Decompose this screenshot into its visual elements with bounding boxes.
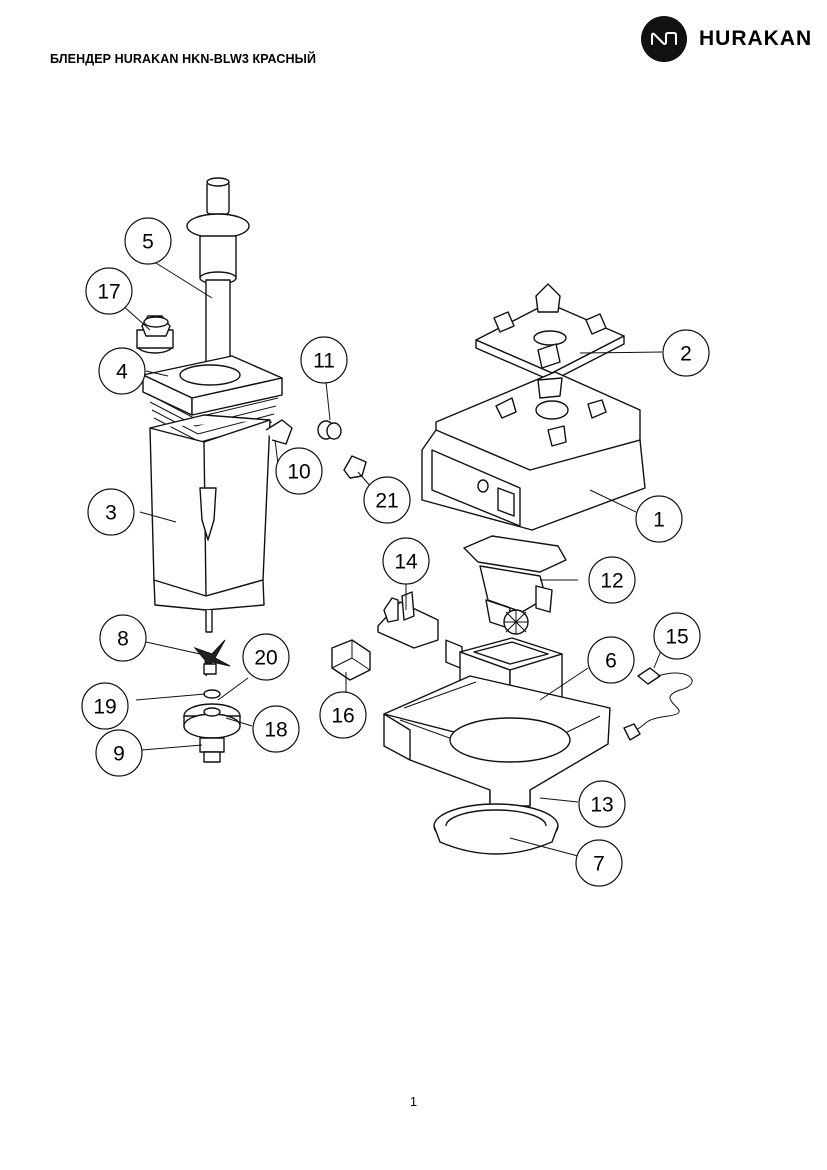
motor-housing-part [421,371,646,670]
callout-3-label: 3 [105,502,117,525]
blade-part [193,639,231,677]
drive-pad-part [475,283,625,382]
callout-9-label: 9 [113,743,125,766]
hurakan-logo-icon [641,16,687,62]
callout-17: 17 [85,267,133,315]
callout-18: 18 [252,705,300,753]
switch-part [377,591,439,649]
document-title: БЛЕНДЕР HURAKAN HKN-BLW3 КРАСНЫЙ [50,52,317,66]
power-cord-part [623,667,693,741]
clip-part [343,455,367,479]
callout-4: 4 [98,347,146,395]
callout-15: 15 [653,612,701,660]
callout-7: 7 [575,839,623,887]
callout-3: 3 [87,488,135,536]
microswitch-part [331,639,371,681]
motor-drive-part [463,535,567,635]
brand-name: HURAKAN [699,27,813,50]
callout-21: 21 [363,476,411,524]
callout-4-label: 4 [116,361,128,384]
callout-13: 13 [578,780,626,828]
callout-13-label: 13 [590,794,613,817]
leader-lines [119,257,663,857]
callout-14: 14 [382,537,430,585]
callout-2: 2 [662,329,710,377]
jar-lid-part [142,355,283,443]
callout-11-label: 11 [313,350,335,373]
base-ring-part [433,803,559,855]
callout-12: 12 [588,556,636,604]
blender-jar-part [149,414,293,633]
callout-5: 5 [124,217,172,265]
coupler-part [317,420,342,440]
callout-9: 9 [95,729,143,777]
callout-10-label: 10 [287,461,310,484]
blade-bearing-assembly [183,689,241,763]
callout-19: 19 [81,682,129,730]
callout-21-label: 21 [375,490,398,513]
callout-1-label: 1 [653,509,665,532]
callout-16: 16 [319,691,367,739]
callout-18-label: 18 [264,719,287,742]
callout-8: 8 [99,614,147,662]
callout-5-label: 5 [142,231,154,254]
callout-20: 20 [242,633,290,681]
callout-7-label: 7 [593,853,605,876]
callout-8-label: 8 [117,628,129,651]
callout-19-label: 19 [93,696,116,719]
callout-14-label: 14 [394,551,418,574]
callout-6: 6 [587,636,635,684]
callout-10: 10 [275,447,323,495]
callout-6-label: 6 [605,650,617,673]
callout-2-label: 2 [680,343,692,366]
callout-17-label: 17 [97,281,120,304]
page-number: 1 [409,1094,418,1109]
lid-plug-part [136,315,174,354]
callout-15-label: 15 [665,626,688,649]
callout-1: 1 [635,495,683,543]
callout-12-label: 12 [600,570,623,593]
base-frame-part [383,675,611,807]
callout-16-label: 16 [331,705,354,728]
callout-20-label: 20 [254,647,277,670]
callout-11: 11 [300,336,348,384]
brand-block: HURAKAN [641,16,812,62]
tamper-part [186,177,250,373]
